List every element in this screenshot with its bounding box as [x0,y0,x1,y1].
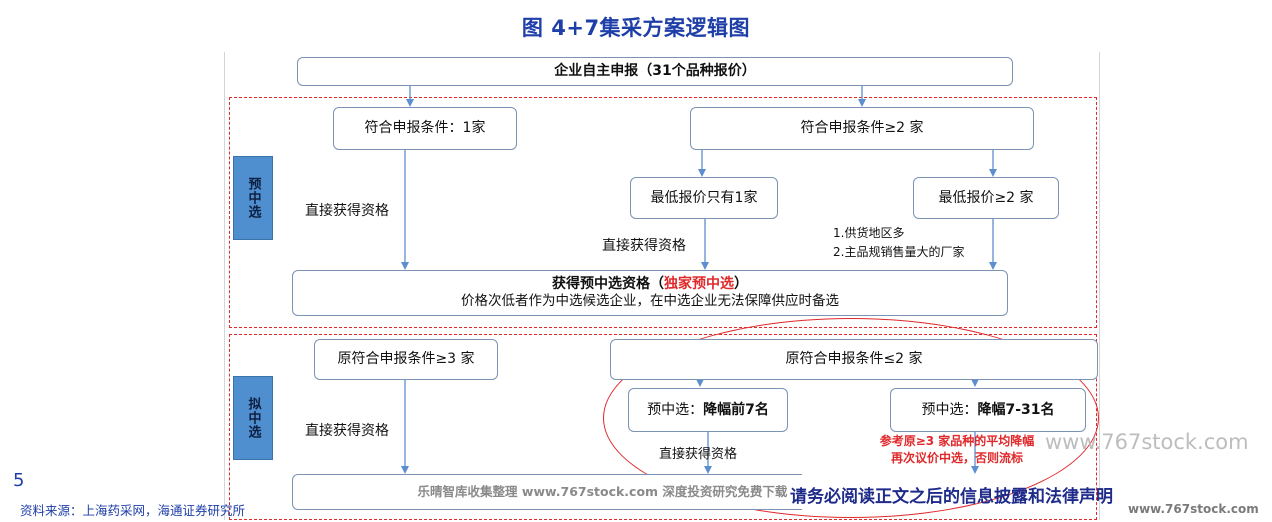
self-declare-text: 企业自主申报（31个品种报价） [554,63,756,80]
preselect-top7-box: 预中选：降幅前7名 [628,388,788,432]
direct-qualify-label-mid-2: 直接获得资格 [659,447,738,462]
intended-result-box: 乐晴智库收集整理 www.767stock.com 深度投资研究免费下载 [292,474,802,510]
side-label-intended: 拟中选 [233,376,273,460]
figure-title: 图 4+7集采方案逻辑图 [521,16,751,40]
watermark-right: www.767stock.com [1045,430,1249,454]
bottom-watermark-text: 乐晴智库收集整理 www.767stock.com 深度投资研究免费下载 [417,483,788,499]
tiebreak-note-line1: 1.供货地区多 [833,226,905,240]
preselect-result-title: 获得预中选资格（独家预中选） [552,276,748,293]
disclaimer-text: 请务必阅读正文之后的信息披露和法律声明 [790,487,1113,507]
preselect-result-box: 获得预中选资格（独家预中选） 价格次低者作为中选候选企业，在中选企业无法保障供应… [292,270,1008,316]
orig-ge3-box: 原符合申报条件≥3 家 [314,339,498,380]
section-preselect-frame [229,97,1097,328]
direct-qualify-label-mid: 直接获得资格 [602,238,686,254]
rank-7-31-text: 降幅7-31名 [977,401,1055,418]
side-label-preselect: 预中选 [233,156,273,240]
self-declare-box: 企业自主申报（31个品种报价） [297,57,1013,86]
preselect-result-subtitle: 价格次低者作为中选候选企业，在中选企业无法保障供应时备选 [461,293,839,310]
top7-text: 降幅前7名 [703,401,769,418]
lowest-two-box: 最低报价≥2 家 [913,177,1059,219]
exclusive-preselect-text: 独家预中选 [664,276,734,293]
direct-qualify-label-left-2: 直接获得资格 [305,423,389,439]
orig-le2-box: 原符合申报条件≤2 家 [610,339,1098,380]
tiebreak-note-line2: 2.主品规销售量大的厂家 [833,244,965,259]
highlight-ellipse [603,318,1099,518]
panel-frame [224,52,1100,520]
page-number: 5 [13,470,25,491]
condition-two-box: 符合申报条件≥2 家 [690,107,1034,150]
tiebreak-note: 1.供货地区多 2.主品规销售量大的厂家 [833,224,964,261]
source-note: 资料来源：上海药采网，海通证券研究所 [20,503,246,518]
condition-one-box: 符合申报条件：1家 [333,107,517,150]
renegotiate-note: 参考原≥3 家品种的平均降幅 再次议价中选，否则流标 [879,434,1035,466]
lowest-one-box: 最低报价只有1家 [630,177,778,219]
direct-qualify-label-left: 直接获得资格 [305,203,389,219]
preselect-7-31-box: 预中选：降幅7-31名 [890,388,1086,432]
watermark-corner: www.767stock.com [1128,502,1259,516]
